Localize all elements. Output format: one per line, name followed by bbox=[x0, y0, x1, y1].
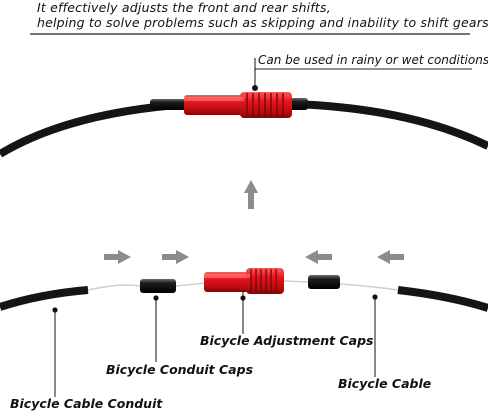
up-arrow-icon bbox=[244, 180, 258, 209]
left-arrow-icon bbox=[377, 250, 404, 264]
inner-wire-mid-right bbox=[283, 280, 309, 283]
right-arrow-icon bbox=[104, 250, 131, 264]
header-line-1: It effectively adjusts the front and rea… bbox=[37, 0, 331, 15]
inner-wire-left bbox=[87, 284, 141, 291]
rainy-conditions-note: Can be used in rainy or wet conditions bbox=[258, 53, 488, 67]
bottom-conduit-right bbox=[397, 286, 488, 312]
header-line-2: helping to solve problems such as skippi… bbox=[37, 15, 488, 30]
leader-cable-conduit bbox=[52, 307, 58, 397]
inner-wire-right bbox=[339, 283, 399, 291]
bottom-adjuster bbox=[204, 268, 284, 294]
leader-cable bbox=[372, 294, 378, 377]
label-cable: Bicycle Cable bbox=[338, 376, 432, 391]
inner-wire-mid-left bbox=[175, 282, 207, 287]
label-adjustment-caps: Bicycle Adjustment Caps bbox=[200, 333, 374, 348]
top-cable-left bbox=[0, 100, 191, 158]
note-pointer-dot bbox=[252, 85, 258, 91]
top-adjuster bbox=[184, 92, 292, 118]
label-cable-conduit: Bicycle Cable Conduit bbox=[10, 396, 163, 411]
top-cap-left bbox=[150, 99, 186, 110]
leader-adjustment-caps bbox=[240, 292, 246, 334]
left-arrow-icon bbox=[305, 250, 332, 264]
conduit-cap-right bbox=[308, 275, 340, 289]
top-cap-right bbox=[290, 98, 308, 110]
leader-conduit-caps bbox=[153, 295, 159, 362]
right-arrow-icon bbox=[162, 250, 189, 264]
conduit-cap-left bbox=[140, 279, 176, 293]
label-conduit-caps: Bicycle Conduit Caps bbox=[106, 362, 254, 377]
top-cable-right bbox=[291, 100, 488, 150]
bottom-conduit-left bbox=[0, 286, 89, 311]
